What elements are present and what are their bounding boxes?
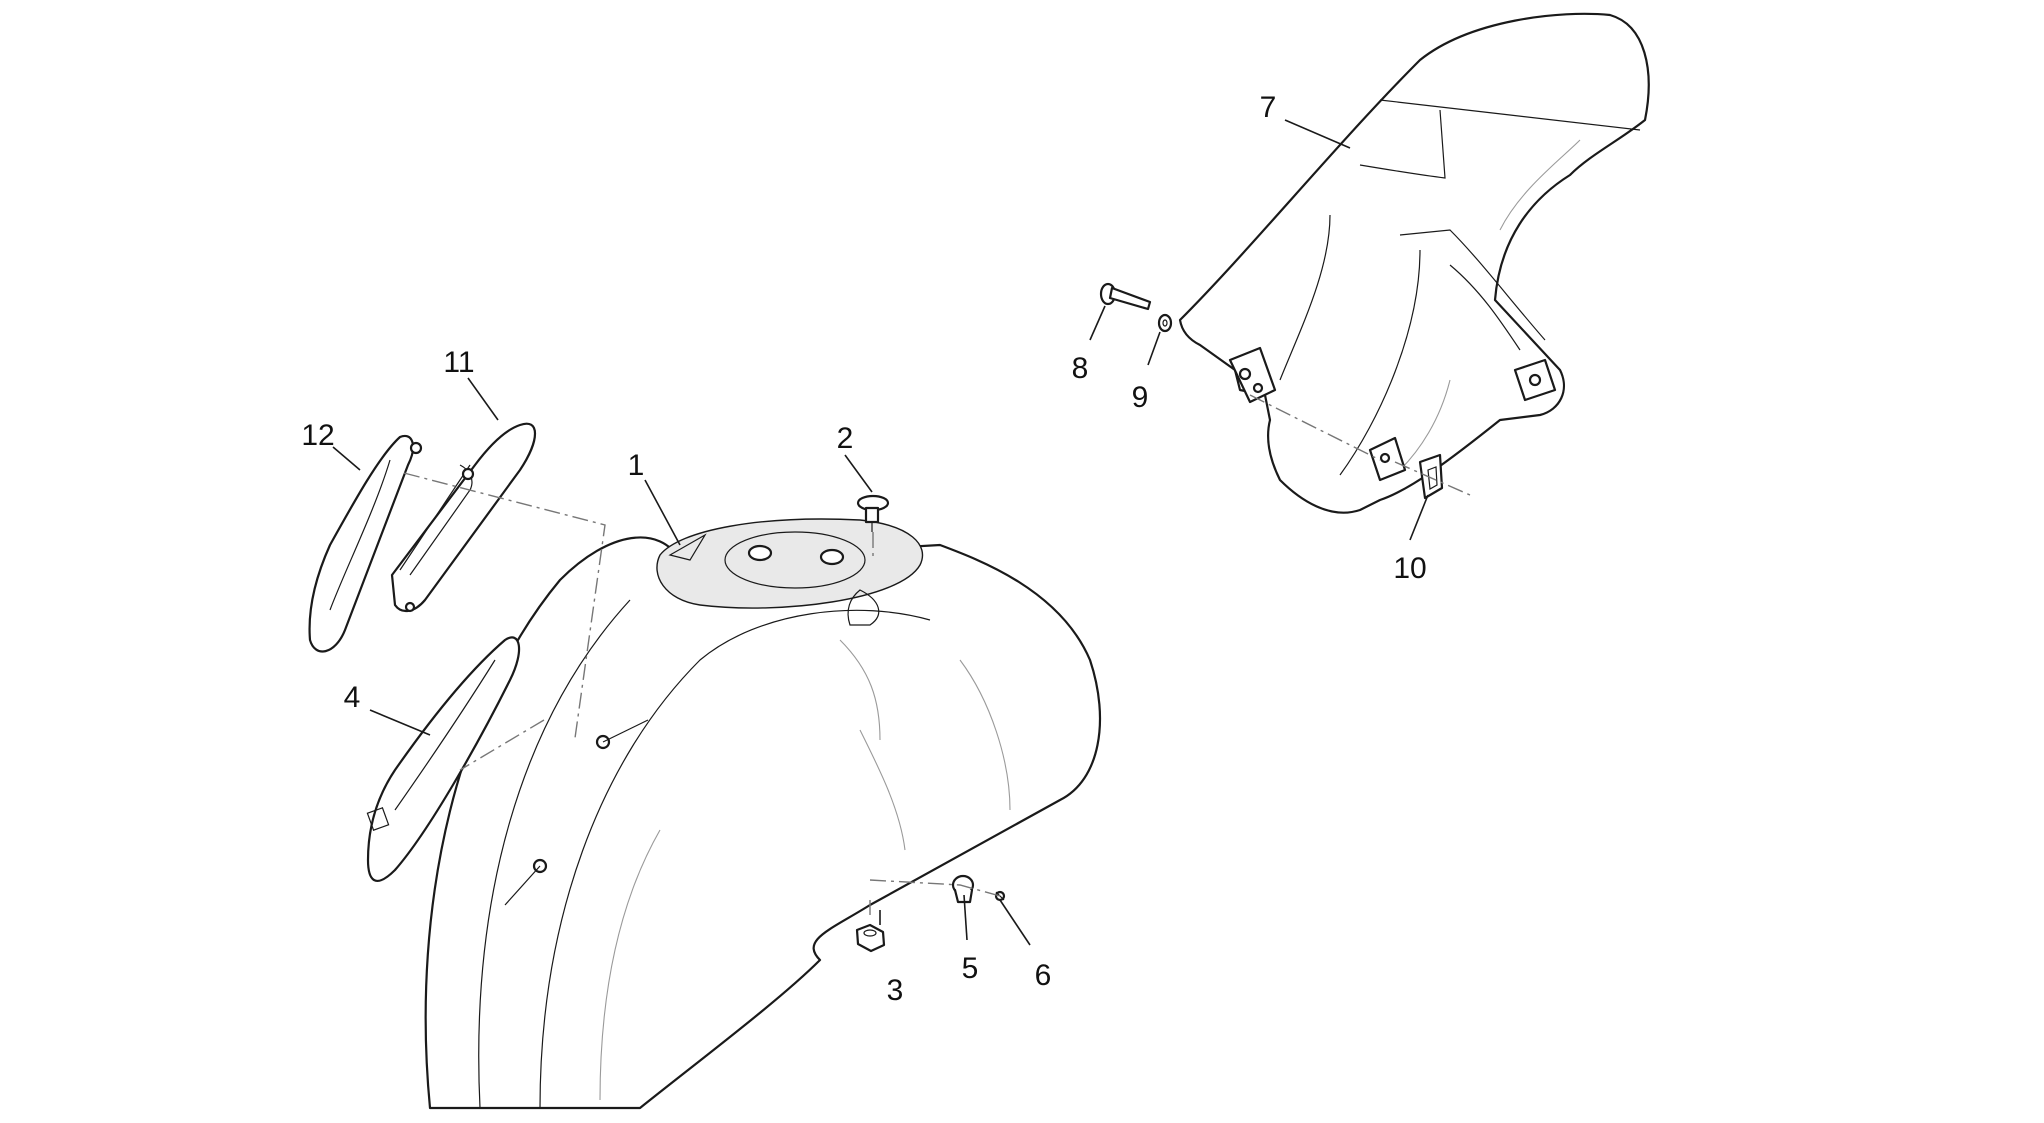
part-10-clip-nut: [1418, 453, 1444, 500]
callout-8: 8: [1072, 352, 1089, 385]
assembly-lines: [403, 394, 1471, 915]
part-1-front-fender: [424, 518, 1102, 1110]
part-3-nut: [855, 923, 886, 953]
leader-lines: [332, 119, 1429, 946]
callout-labels: 1 2 3 4 5 6 7 8 9 10 11 12: [301, 91, 1426, 1007]
callout-1: 1: [628, 449, 645, 482]
callout-5: 5: [962, 952, 979, 985]
part-12-trim-cover: [308, 434, 423, 653]
callout-6: 6: [1035, 959, 1052, 992]
part-4-side-trim: [366, 636, 521, 882]
callout-12: 12: [301, 419, 334, 452]
callout-3: 3: [887, 974, 904, 1007]
part-5-grommet: [951, 874, 975, 904]
callout-7: 7: [1260, 91, 1277, 124]
part-7-inner-fender: [1178, 12, 1650, 514]
part-8-bolt: [1099, 282, 1152, 311]
callout-9: 9: [1132, 381, 1149, 414]
part-2-screw: [856, 494, 890, 532]
callout-2: 2: [837, 422, 854, 455]
callout-11: 11: [443, 346, 474, 379]
callout-10: 10: [1393, 552, 1426, 585]
callout-4: 4: [344, 681, 361, 714]
part-9-washer: [1157, 313, 1173, 333]
